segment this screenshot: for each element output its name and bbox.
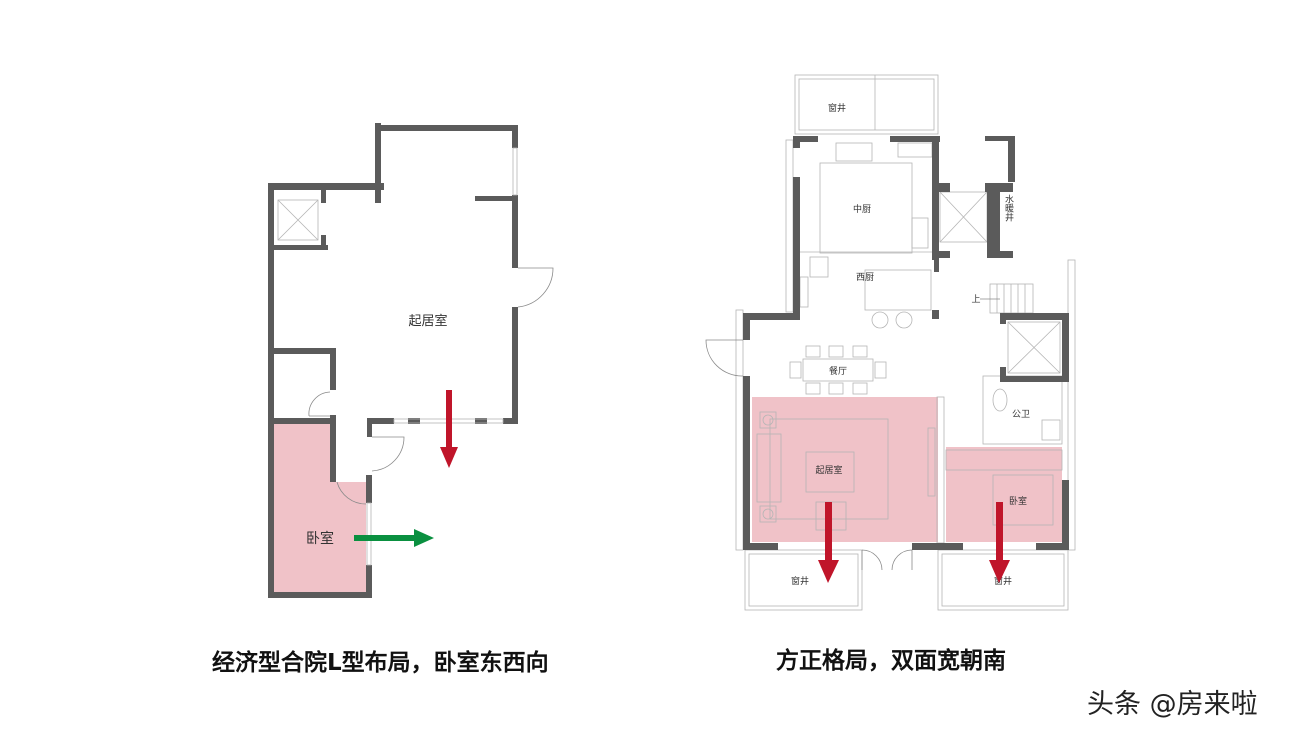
western-kitchen-label: 西厨 (856, 272, 874, 283)
left-bedroom-label: 卧室 (306, 530, 334, 547)
bottom-left-window-well-label: 窗井 (791, 575, 809, 587)
south-arrow-icon (989, 502, 1010, 583)
right-bedroom-highlight (946, 447, 1062, 542)
dining-label: 餐厅 (829, 365, 847, 377)
right-labels: 窗井 中厨 西厨 水暖井 上 餐厅 公卫 起居室 卧室 窗井 窗井 (791, 102, 1030, 587)
public-bath-label: 公卫 (1012, 409, 1030, 420)
east-arrow-icon (354, 529, 434, 547)
stairs-up-label: 上 (971, 294, 980, 305)
door-swing (517, 267, 554, 308)
middle-kitchen-label: 中厨 (853, 203, 871, 215)
left-floor-plan: 起居室 卧室 (268, 123, 554, 598)
right-walls (743, 136, 1069, 550)
left-plan-caption: 经济型合院L型布局，卧室东西向 (212, 650, 549, 676)
left-living-label: 起居室 (408, 313, 447, 329)
left-bedroom-highlight (274, 424, 366, 592)
top-window-well-label: 窗井 (828, 102, 846, 114)
right-bedroom-label: 卧室 (1009, 495, 1027, 507)
south-arrow-icon (818, 502, 839, 583)
right-floor-plan: 窗井 中厨 西厨 水暖井 上 餐厅 公卫 起居室 卧室 窗井 窗井 (705, 74, 1076, 611)
right-living-label: 起居室 (815, 464, 842, 476)
plumbing-shaft-label: 水暖井 (1003, 193, 1014, 222)
right-plan-caption: 方正格局，双面宽朝南 (776, 648, 1006, 674)
right-living-highlight (752, 397, 938, 542)
watermark: 头条 @房来啦 (1087, 689, 1258, 720)
south-arrow-icon (440, 390, 458, 468)
left-walls (268, 123, 518, 598)
